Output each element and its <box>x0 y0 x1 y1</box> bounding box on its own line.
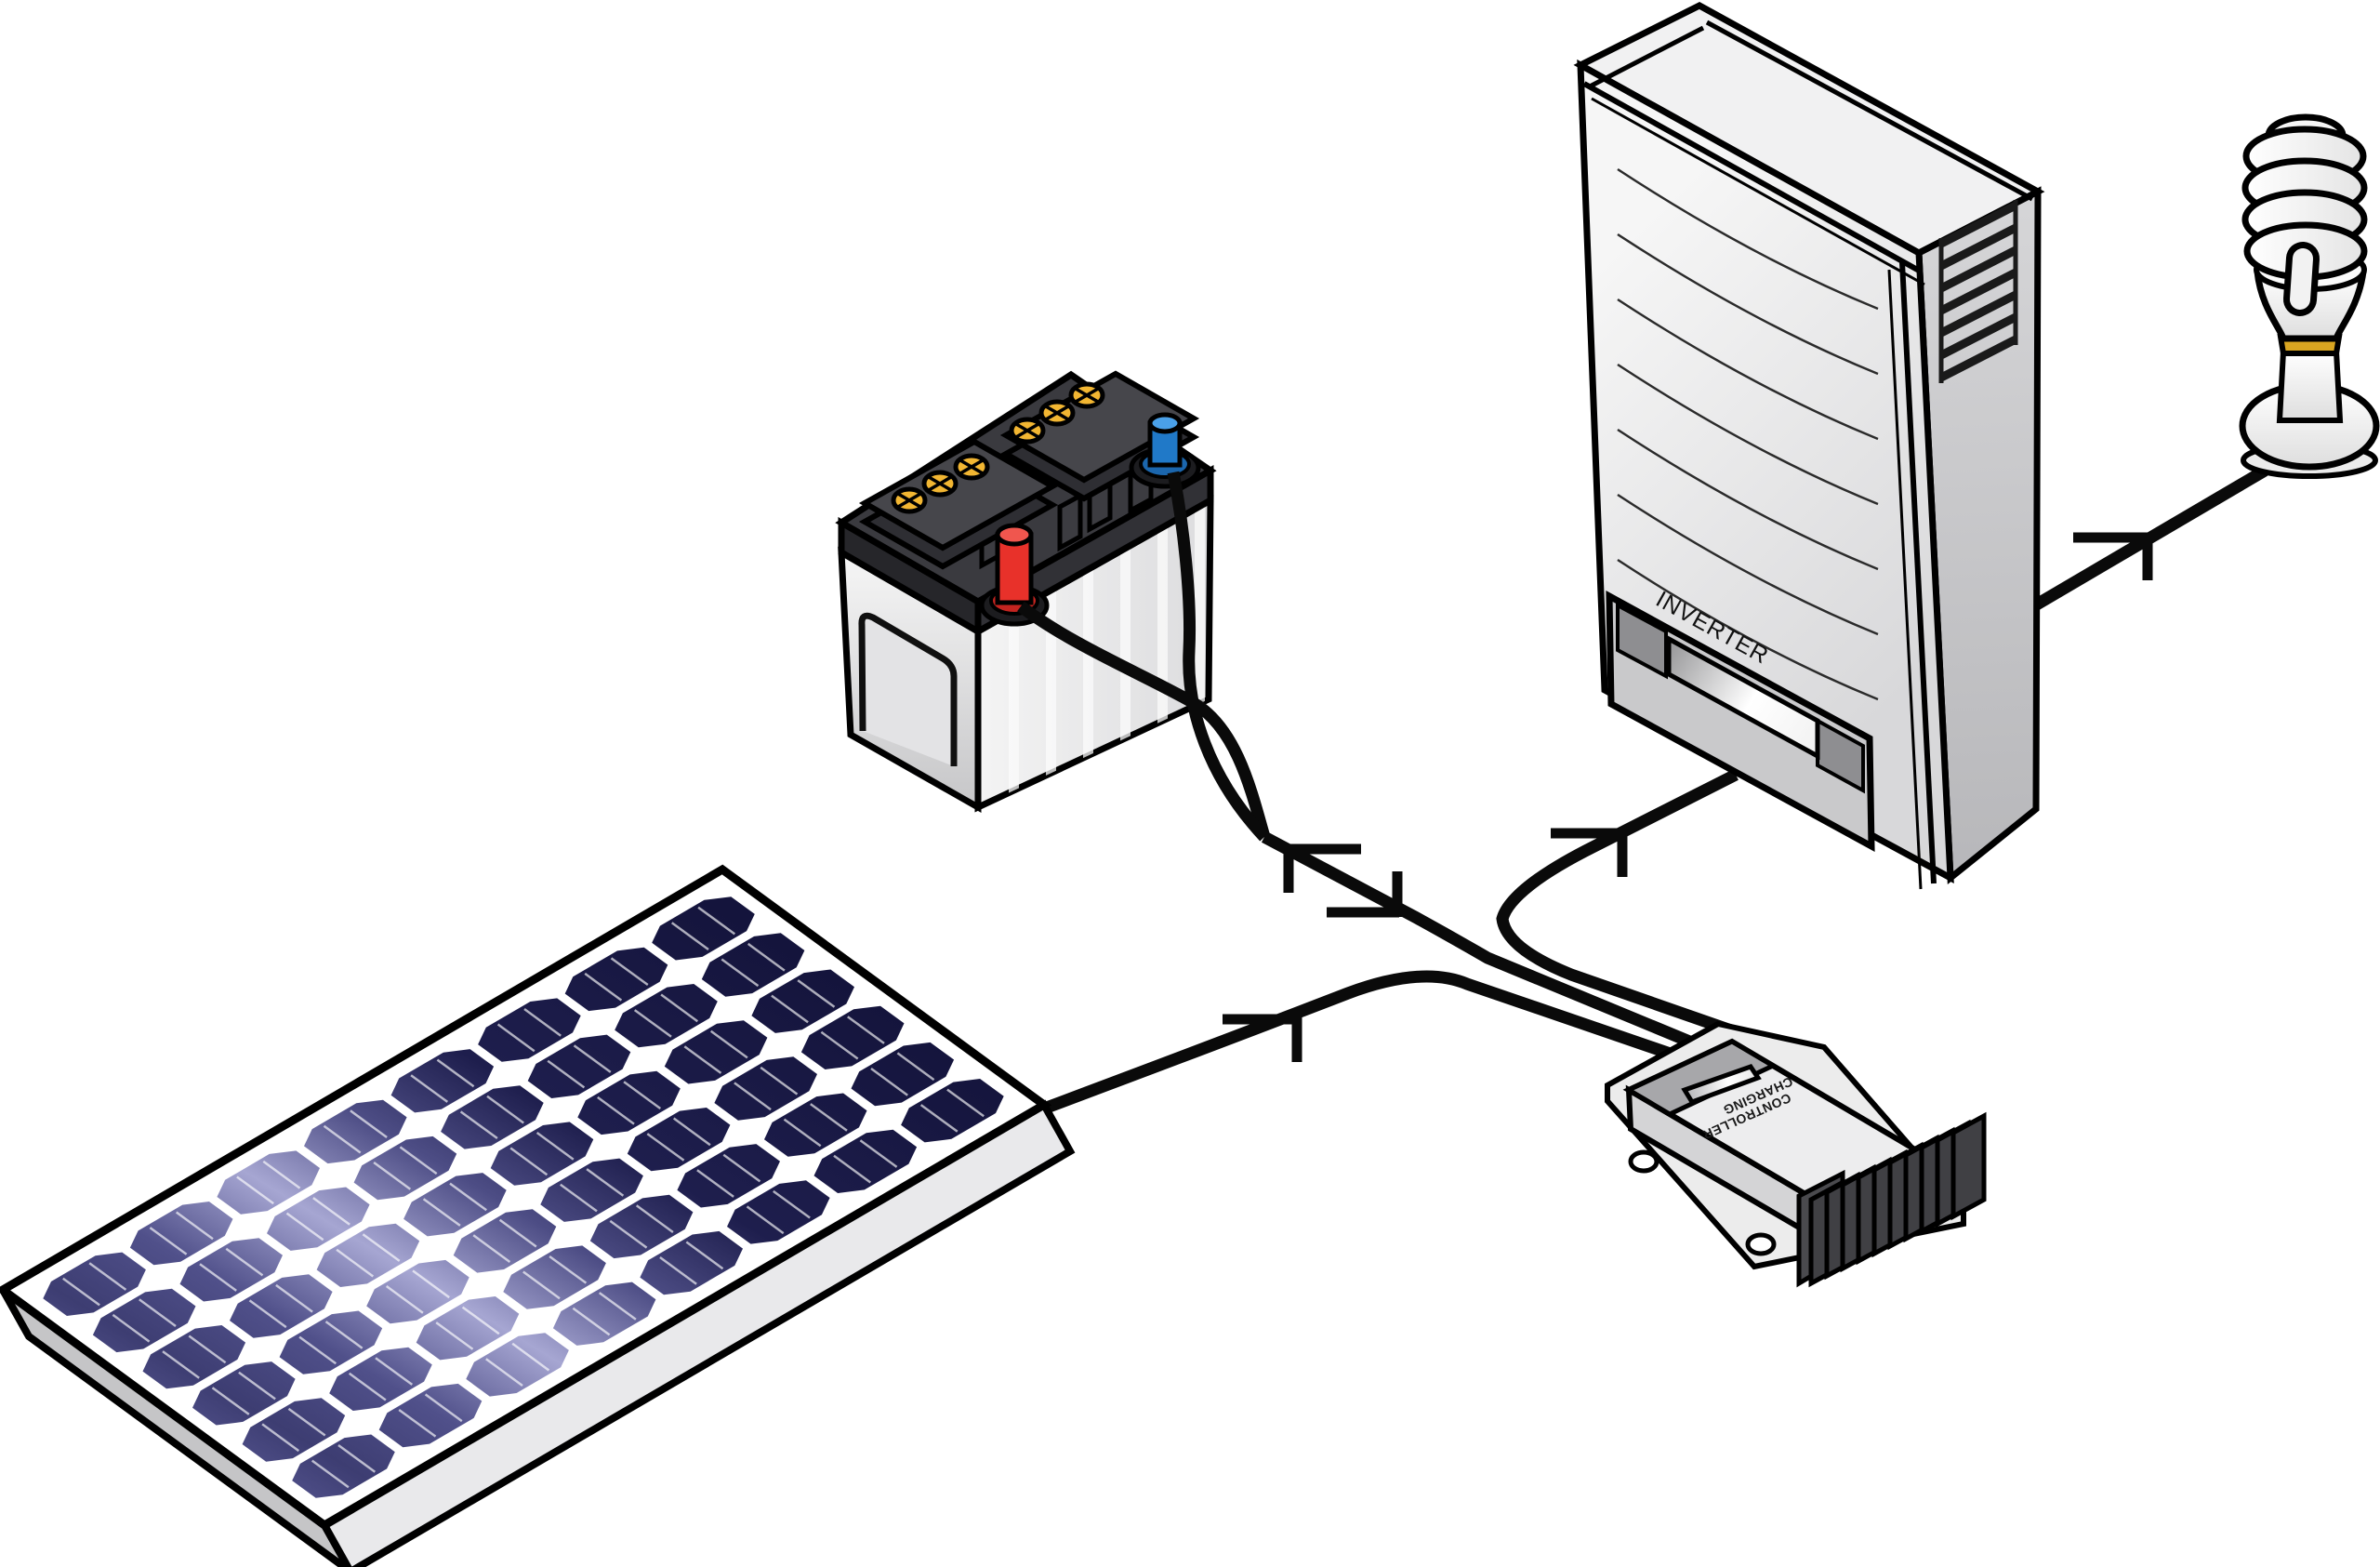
battery-cell-caps <box>891 381 1105 514</box>
controller-screw-hole-right <box>1745 1232 1777 1256</box>
arrow-toward-controller-from-panel <box>1223 1014 1302 1062</box>
heatsink-fins <box>1796 1111 1987 1288</box>
battery-handle-recess <box>858 612 958 766</box>
arrow-toward-inverter <box>1551 828 1628 877</box>
wire-battery-negative <box>1167 471 1269 842</box>
inverter-groove-lines <box>1617 167 1879 701</box>
controller-display-window <box>1681 1063 1762 1106</box>
battery-negative-terminal <box>1129 412 1201 489</box>
solar-panel-cells <box>43 896 1004 1498</box>
battery <box>835 370 1217 814</box>
charge-controller: CHARGING CONTROLLER <box>1605 1020 1987 1288</box>
controller-label-stripe <box>1623 1039 1778 1117</box>
inverter: INVERTER <box>1573 2 2045 890</box>
arrow-toward-battery <box>1283 843 1361 893</box>
solar-panel-frame <box>0 864 1052 1531</box>
inverter-door-seams <box>1582 20 2034 890</box>
bulb-stem <box>2276 349 2344 423</box>
battery-cap-deck-left <box>858 438 1059 570</box>
wire-battery-to-controller <box>1261 831 1728 1063</box>
wire-inverter-to-controller <box>1496 769 1739 1037</box>
arrow-toward-controller-from-battery <box>1327 871 1403 918</box>
wire-panel-to-controller <box>1041 970 1719 1115</box>
cfl-light-bulb <box>2239 113 2380 479</box>
inverter-display-window <box>1666 634 1820 761</box>
inverter-label-panel: INVERTER <box>1606 586 1875 852</box>
arrow-toward-bulb <box>2073 532 2153 580</box>
controller-screw-hole-left <box>1628 1149 1659 1174</box>
bulb-spiral-tube <box>2241 113 2368 316</box>
flow-arrows <box>1223 532 2153 1062</box>
inverter-vent-louver <box>1938 200 2018 383</box>
solar-panel <box>0 864 1076 1567</box>
